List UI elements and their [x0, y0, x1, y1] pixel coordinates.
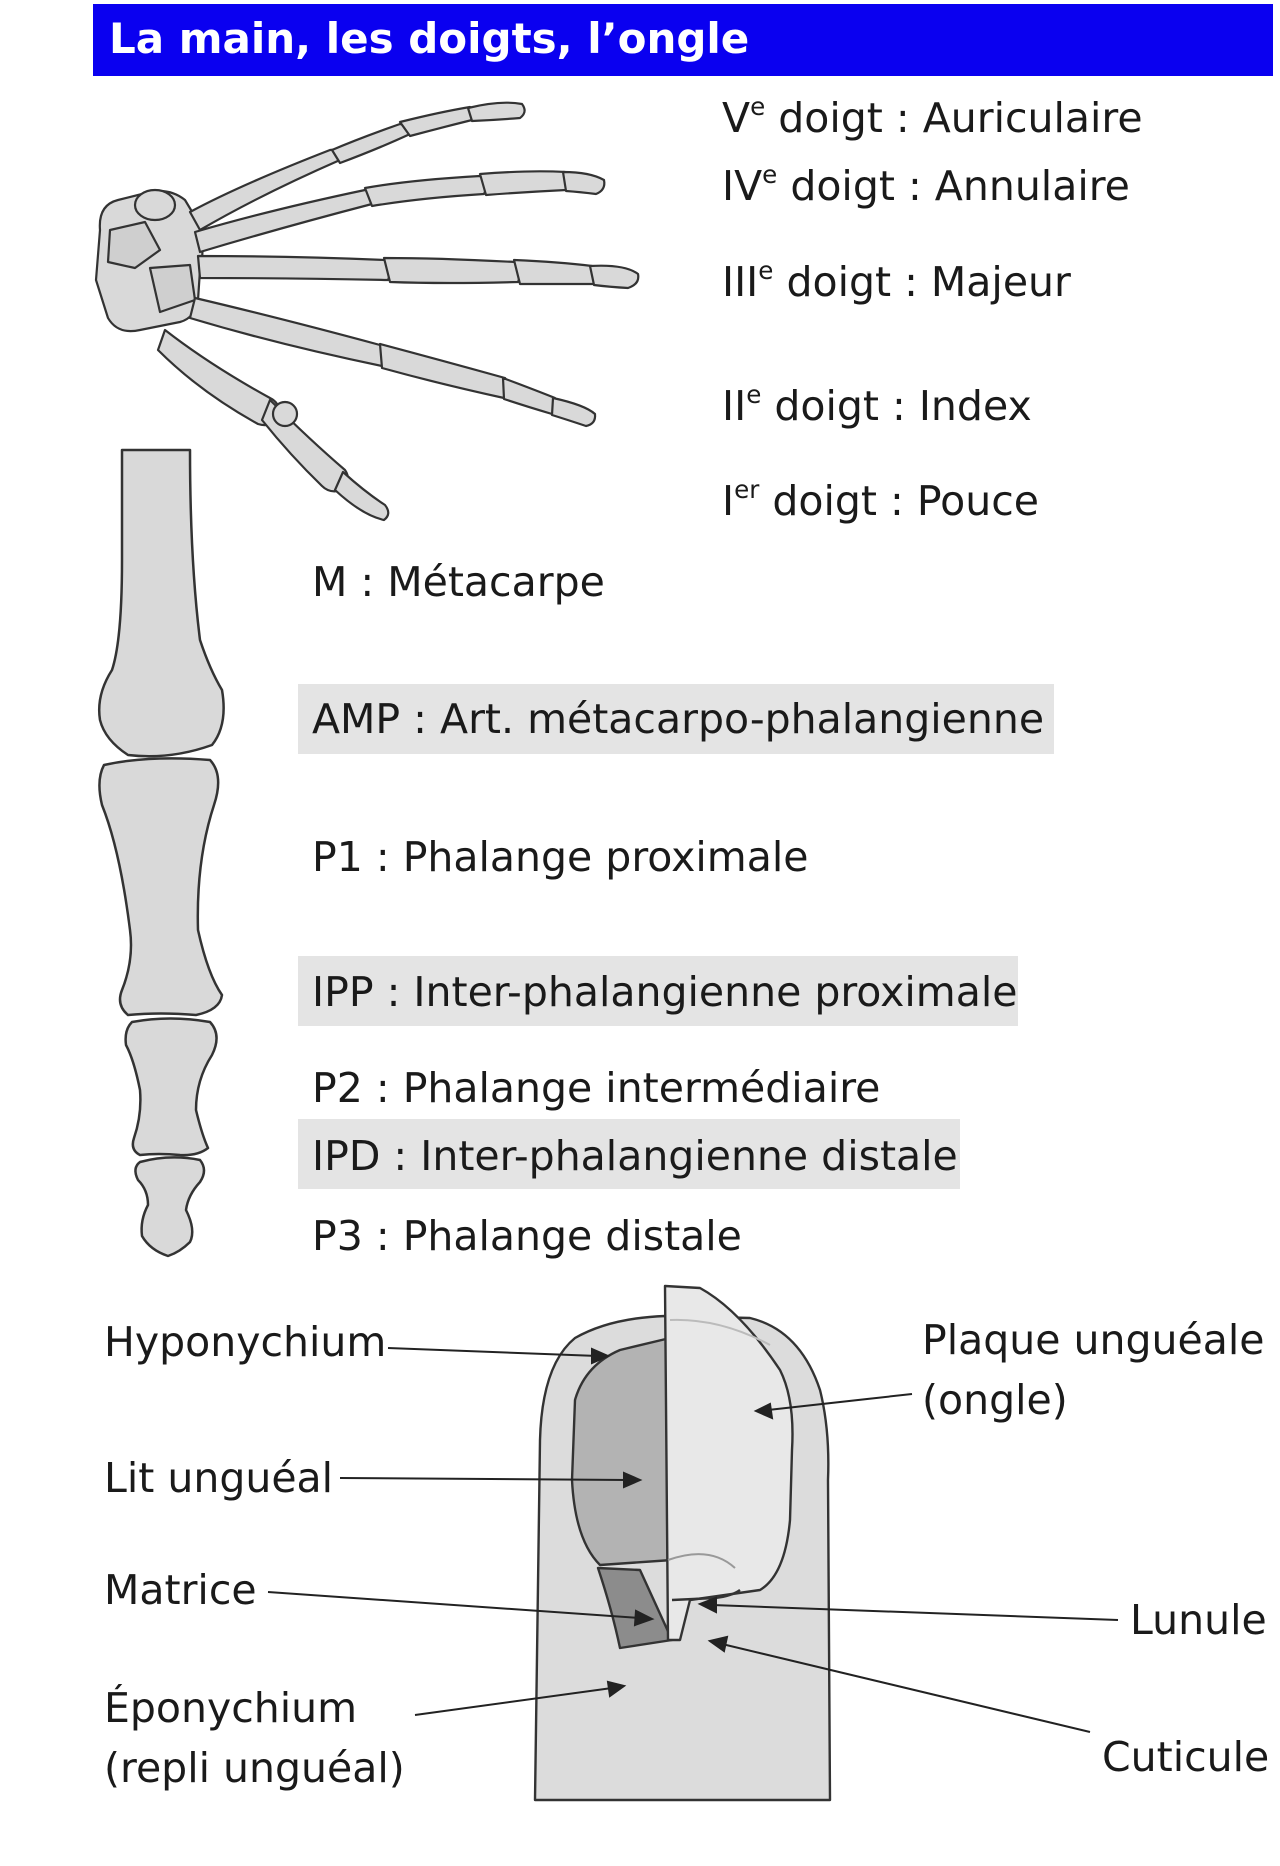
- label-hyponychium: Hyponychium: [104, 1318, 387, 1366]
- label-cuticule: Cuticule: [1102, 1733, 1270, 1781]
- label-plaque-ungueale: Plaque unguéale: [922, 1316, 1265, 1364]
- distal-phalanx: [134, 1156, 206, 1258]
- finger-label-v: Ve doigt : Auriculaire: [722, 91, 1143, 142]
- ipp-highlight: [298, 956, 1018, 1026]
- intermediate-phalanx: [124, 1017, 218, 1157]
- metacarpal-bone: [98, 448, 225, 758]
- label-eponychium: Éponychium: [104, 1684, 358, 1732]
- label-ipd: IPD : Inter-phalangienne distale: [312, 1132, 958, 1180]
- hand-skeleton: [94, 101, 640, 522]
- nail-bed-shape: [570, 1336, 674, 1567]
- proximal-phalanx: [98, 757, 224, 1017]
- finger-bones: [98, 448, 225, 1258]
- amp-highlight: [298, 684, 1054, 754]
- label-eponychium-sub: (repli unguéal): [104, 1744, 405, 1792]
- label-ongle: (ongle): [922, 1376, 1068, 1424]
- label-p3: P3 : Phalange distale: [312, 1212, 742, 1260]
- finger-label-ii: IIe doigt : Index: [722, 379, 1032, 430]
- page-title: La main, les doigts, l’ongle: [109, 14, 750, 63]
- finger-label-i: Ier doigt : Pouce: [722, 474, 1039, 525]
- label-lit-ungueal: Lit unguéal: [104, 1454, 334, 1502]
- leader-lines: [267, 1347, 1119, 1733]
- finger-label-iii: IIIe doigt : Majeur: [722, 255, 1071, 306]
- title-bar: La main, les doigts, l’ongle: [93, 4, 1273, 76]
- label-lunule: Lunule: [1130, 1596, 1267, 1644]
- label-metacarpe: M : Métacarpe: [312, 558, 605, 606]
- lunula-arc: [667, 1553, 736, 1569]
- label-matrice: Matrice: [104, 1566, 257, 1614]
- matrix-shape: [596, 1566, 674, 1650]
- label-amp: AMP : Art. métacarpo-phalangienne: [312, 695, 1045, 743]
- finger-label-iv: IVe doigt : Annulaire: [722, 159, 1130, 210]
- label-p1: P1 : Phalange proximale: [312, 833, 809, 881]
- label-p2: P2 : Phalange intermédiaire: [312, 1064, 881, 1112]
- nail-plate-shape: [663, 1284, 794, 1642]
- label-ipp: IPP : Inter-phalangienne proximale: [312, 968, 1018, 1016]
- ipd-highlight: [298, 1119, 960, 1189]
- nail-diagram: [533, 1284, 832, 1802]
